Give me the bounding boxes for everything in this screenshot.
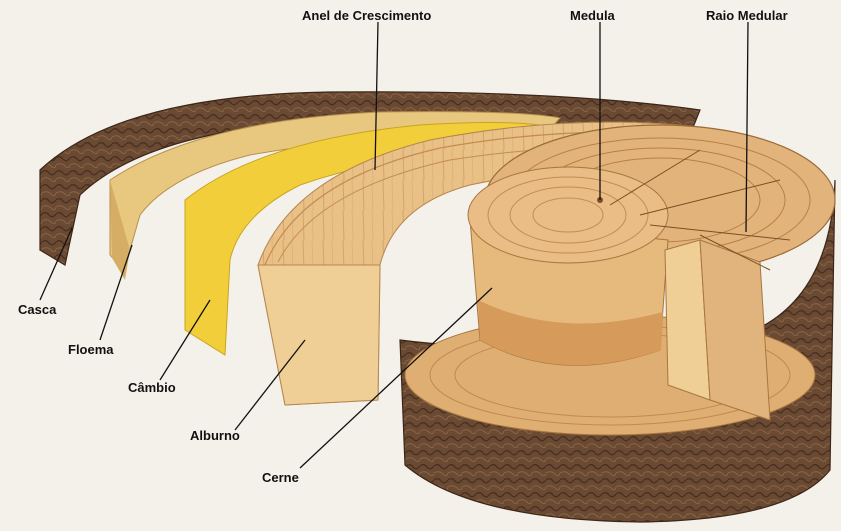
cut-block-side: [700, 240, 770, 420]
label-raio-medular: Raio Medular: [706, 8, 788, 23]
label-medula: Medula: [570, 8, 616, 23]
label-casca: Casca: [18, 302, 57, 317]
label-alburno: Alburno: [190, 428, 240, 443]
heartwood-top: [468, 167, 668, 263]
label-cerne: Cerne: [262, 470, 299, 485]
label-cambio: Câmbio: [128, 380, 176, 395]
label-floema: Floema: [68, 342, 114, 357]
label-anel-de-crescimento: Anel de Crescimento: [302, 8, 431, 23]
